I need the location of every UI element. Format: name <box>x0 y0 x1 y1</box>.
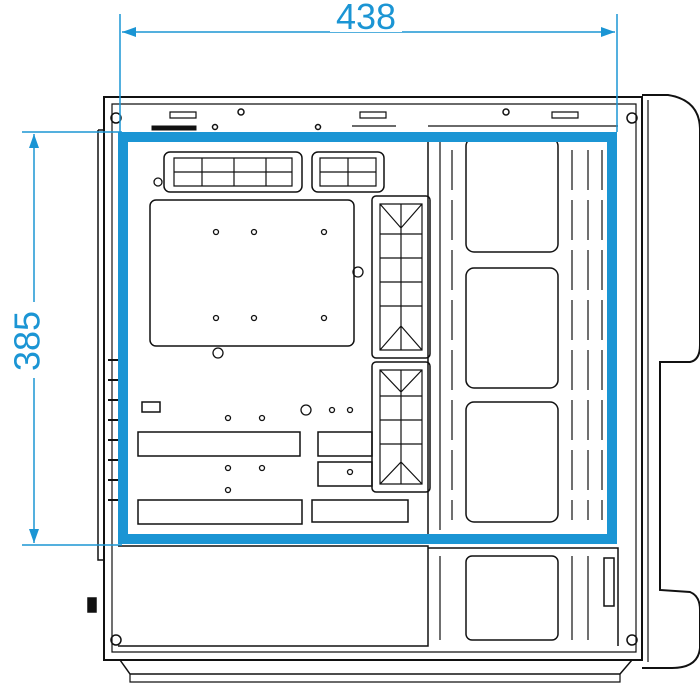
standoffs <box>153 177 364 494</box>
bottom-drive-bay <box>465 555 559 641</box>
top-slot-left <box>169 111 197 119</box>
side-fan-upper-grid <box>379 203 423 351</box>
standoff <box>352 266 364 278</box>
hole <box>224 486 232 494</box>
hole <box>250 228 258 236</box>
hole <box>320 228 328 236</box>
screw-top-b <box>502 108 510 116</box>
cage-slots <box>451 150 603 520</box>
screw-bottom-right <box>626 634 638 646</box>
top-bracket <box>151 125 197 131</box>
base-plinth <box>119 659 633 675</box>
rear-port <box>87 597 97 613</box>
screw-top-left <box>110 112 122 124</box>
lower-panel-a <box>137 431 301 457</box>
hole <box>258 464 266 472</box>
motherboard-tray <box>87 137 619 647</box>
hole <box>224 464 232 472</box>
hole <box>224 414 232 422</box>
corner-screws <box>110 108 638 646</box>
vent-grid-right <box>319 157 377 187</box>
front-panel <box>642 94 700 669</box>
width-arrow-left <box>122 27 136 37</box>
lower-panel-e <box>311 499 409 523</box>
hole <box>258 414 266 422</box>
top-fan-vent-right <box>311 151 385 193</box>
cpu-cutout <box>149 199 355 347</box>
standoff <box>212 347 224 359</box>
width-arrow-right <box>601 27 615 37</box>
lower-panel-d <box>137 499 303 525</box>
top-fan-vent-left <box>163 151 303 193</box>
side-fan-lower <box>371 361 431 493</box>
screw-top-right <box>626 112 638 124</box>
height-arrow-top <box>29 134 39 148</box>
case-outline <box>103 96 643 661</box>
motherboard-clearance-highlight <box>118 132 617 544</box>
screw-top-c <box>211 123 219 131</box>
top-slot-right <box>551 111 579 119</box>
standoff <box>153 177 163 187</box>
height-arrow-bottom <box>29 529 39 543</box>
bottom-slots <box>439 556 589 640</box>
psu-shroud <box>118 545 429 647</box>
lower-panel-b <box>317 431 373 457</box>
side-fan-lower-grid <box>379 369 423 485</box>
hole <box>346 406 354 414</box>
screw-top-a <box>237 108 245 116</box>
expansion-slot-ticks <box>108 359 118 501</box>
width-dimension-label: 438 <box>336 0 396 37</box>
drive-bay-2 <box>465 267 559 389</box>
drive-bay-3 <box>465 401 559 523</box>
height-label-bg <box>16 302 52 378</box>
rear-edge <box>97 129 104 561</box>
screw-bottom-left <box>110 634 122 646</box>
case-body <box>97 94 700 683</box>
hole <box>212 228 220 236</box>
base-foot <box>129 674 621 683</box>
case-inner-frame <box>111 103 637 653</box>
hole <box>250 314 258 322</box>
width-label-bg <box>330 2 402 32</box>
io-tab <box>141 401 161 413</box>
side-fan-upper <box>371 195 431 359</box>
psu-bay <box>428 547 619 646</box>
vent-grid-left <box>173 157 293 187</box>
hole <box>212 314 220 322</box>
bottom-tab <box>603 557 615 607</box>
standoff <box>300 404 312 416</box>
hole <box>328 406 336 414</box>
hole <box>320 314 328 322</box>
height-dimension-label: 385 <box>7 311 48 371</box>
screw-top-d <box>314 123 322 131</box>
top-slot-mid <box>359 111 387 119</box>
hole <box>346 468 354 476</box>
drive-bay-1 <box>465 137 559 253</box>
lower-panel-c <box>317 461 373 487</box>
